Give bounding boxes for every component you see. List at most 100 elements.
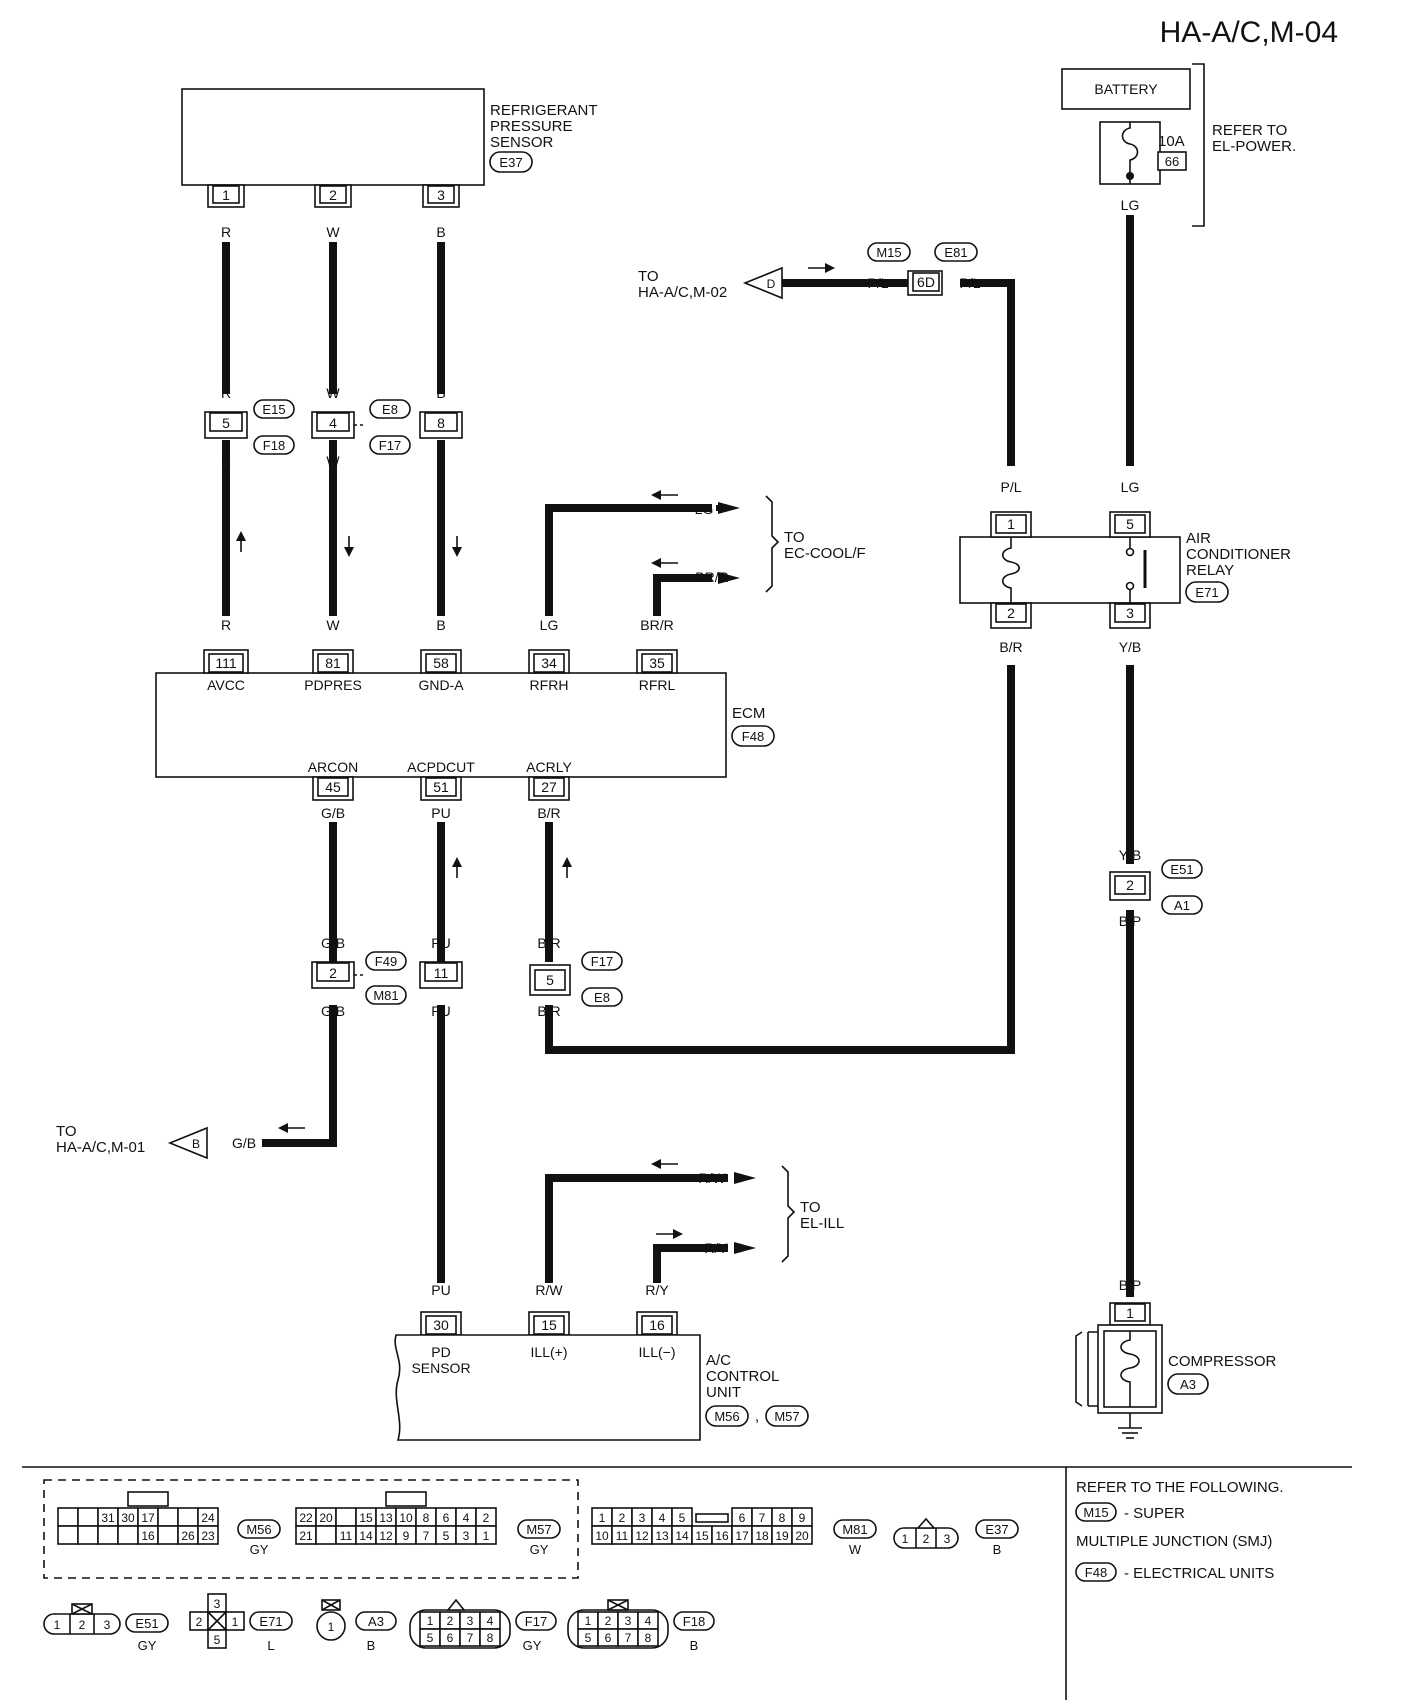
m81-top-a-4-label: 5 (679, 1511, 686, 1525)
svg-text:3: 3 (437, 187, 445, 203)
svg-text:34: 34 (541, 655, 557, 671)
svg-text:Y/B: Y/B (1119, 639, 1142, 655)
svg-text:F18: F18 (683, 1614, 705, 1629)
battery-label: BATTERY (1094, 81, 1158, 97)
svg-text:MULTIPLE JUNCTION (SMJ): MULTIPLE JUNCTION (SMJ) (1076, 1533, 1272, 1550)
svg-text:M57: M57 (526, 1522, 551, 1537)
svg-text:M56: M56 (714, 1409, 739, 1424)
m56-cell-1-1 (77, 1525, 99, 1545)
svg-text:E51: E51 (1170, 862, 1193, 877)
m81-top-a-2-label: 3 (639, 1511, 646, 1525)
ecm-pin-51: 51 (420, 776, 462, 801)
svg-text:HA-A/C,M-02: HA-A/C,M-02 (638, 284, 727, 301)
m57-cell-1-8-label: 3 (463, 1529, 470, 1543)
sensor-pin-3: 3 (422, 184, 460, 208)
m81-bottom-0-label: 10 (595, 1529, 609, 1543)
svg-text:35: 35 (649, 655, 665, 671)
ecm-label: ECM (732, 705, 765, 722)
svg-text:CONDITIONER: CONDITIONER (1186, 546, 1291, 563)
svg-text:TO: TO (56, 1123, 77, 1140)
connector-view-e37: 1 2 3 E37 B (893, 1517, 1019, 1557)
m57-cell-0-7-label: 6 (443, 1511, 450, 1525)
m56-cell-1-7 (197, 1525, 219, 1545)
m56-cell-0-0 (57, 1507, 79, 1527)
svg-text:2: 2 (1126, 877, 1134, 893)
m81-bottom-5-label: 15 (695, 1529, 709, 1543)
compressor-label: COMPRESSOR (1168, 1353, 1277, 1370)
legend: REFER TO THE FOLLOWING. M15 - SUPER MULT… (1075, 1479, 1284, 1582)
svg-text:EL-ILL: EL-ILL (800, 1215, 844, 1232)
m57-cell-1-6-label: 7 (423, 1529, 430, 1543)
svg-text:P/L: P/L (959, 275, 980, 291)
m56-cell-1-4-label: 16 (141, 1529, 155, 1543)
m56-cell-0-7-label: 24 (201, 1511, 215, 1525)
m81-top-b-1-label: 7 (759, 1511, 766, 1525)
svg-text:1: 1 (232, 1615, 239, 1629)
svg-text:5: 5 (1126, 516, 1134, 532)
svg-text:- ELECTRICAL UNITS: - ELECTRICAL UNITS (1124, 1565, 1274, 1582)
wire-label-r-3: R (221, 453, 231, 469)
svg-text:81: 81 (325, 655, 341, 671)
ecm-pin-name-rfrl: RFRL (639, 677, 676, 693)
svg-text:5: 5 (546, 972, 554, 988)
sensor-connector-code: E37 (499, 155, 522, 170)
svg-text:F17: F17 (379, 438, 401, 453)
ecm: ECM F48 R W B LG BR/R 111 81 58 34 35 AV… (155, 617, 775, 821)
diagram-title: HA-A/C,M-04 (1160, 16, 1338, 49)
svg-text:GY: GY (138, 1638, 157, 1653)
svg-text:GY: GY (250, 1542, 269, 1557)
svg-text:51: 51 (433, 779, 449, 795)
svg-text:TO: TO (784, 529, 805, 546)
svg-text:2: 2 (1007, 605, 1015, 621)
svg-text:W: W (849, 1542, 862, 1557)
m81-bottom-10 (791, 1525, 813, 1545)
svg-text:A/C: A/C (706, 1352, 731, 1369)
svg-text:5: 5 (214, 1633, 221, 1647)
svg-text:R/Y: R/Y (645, 1282, 669, 1298)
svg-text:111: 111 (215, 655, 236, 671)
m56-cell-0-1 (77, 1507, 99, 1527)
sensor-name-line-1: REFRIGERANT (490, 102, 598, 119)
wire-label-r-top: R (221, 224, 231, 240)
f18-cell-0-3-label: 4 (645, 1614, 652, 1628)
svg-text:B/P: B/P (1119, 1277, 1142, 1293)
svg-text:M81: M81 (373, 988, 398, 1003)
sensor-name-line-2: PRESSURE (490, 118, 573, 135)
svg-text:SENSOR: SENSOR (411, 1360, 470, 1376)
ecm-wire-81: W (326, 617, 340, 633)
m57-cell-0-9-label: 2 (483, 1511, 490, 1525)
svg-text:1: 1 (54, 1618, 61, 1632)
ecm-connector-code: F48 (742, 729, 764, 744)
m57-cell-1-4-label: 12 (379, 1529, 393, 1543)
m57-cell-0-0-label: 22 (299, 1511, 313, 1525)
svg-text:B: B (993, 1542, 1002, 1557)
m81-top-a-3-label: 4 (659, 1511, 666, 1525)
wires (222, 215, 1134, 1297)
svg-text:REFER TO THE FOLLOWING.: REFER TO THE FOLLOWING. (1076, 1479, 1284, 1496)
m57-cell-0-3-label: 15 (359, 1511, 373, 1525)
m57-cell-1-5-label: 9 (403, 1529, 410, 1543)
f18-cell-1-0-label: 5 (585, 1631, 592, 1645)
wire-label-w-3: W (326, 453, 340, 469)
svg-text:F17: F17 (591, 954, 613, 969)
svg-text:E8: E8 (594, 990, 610, 1005)
ecm-wire-27: B/R (537, 805, 560, 821)
svg-text:ILL(−): ILL(−) (639, 1344, 676, 1360)
air-conditioner-relay: P/L LG 1 2 5 3 B/R Y/B AIR CONDITIONER R… (959, 479, 1291, 655)
svg-text:UNIT: UNIT (706, 1384, 741, 1401)
svg-text:F17: F17 (525, 1614, 547, 1629)
ref-el-ill: R/W R/Y TO EL-ILL (698, 1165, 844, 1263)
f18-cell-1-2-label: 7 (625, 1631, 632, 1645)
m81-bottom-9-label: 19 (775, 1529, 789, 1543)
svg-text:PU: PU (431, 1003, 450, 1019)
svg-text:27: 27 (541, 779, 557, 795)
svg-text:5: 5 (222, 415, 230, 431)
m81-top-b-3-label: 9 (799, 1511, 806, 1525)
svg-text:4: 4 (329, 415, 337, 431)
svg-text:L: L (267, 1638, 274, 1653)
